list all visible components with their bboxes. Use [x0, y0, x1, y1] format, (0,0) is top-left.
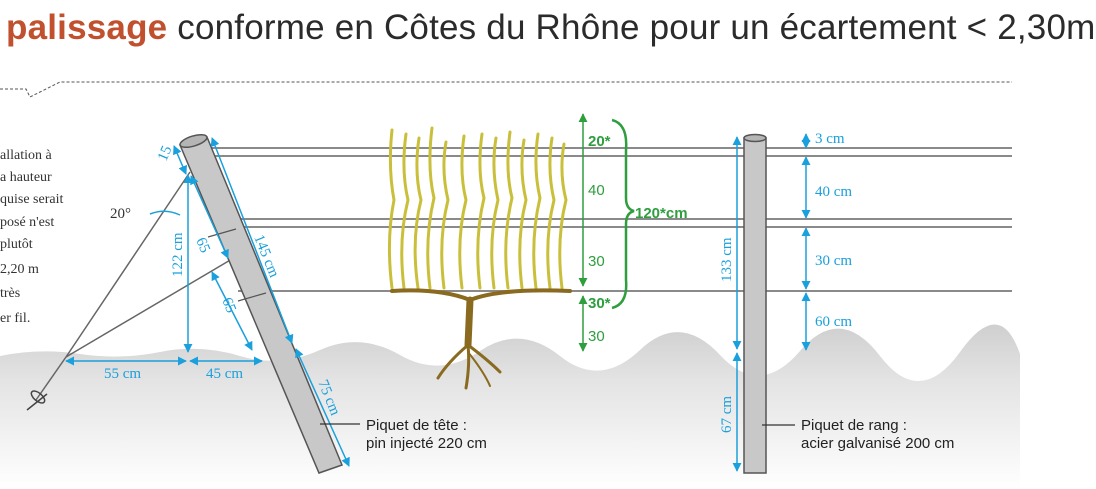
dim-133: 133 cm	[719, 237, 735, 282]
title-rest: conforme en Côtes du Rhône pour un écart…	[167, 8, 1096, 47]
wires	[196, 147, 1012, 292]
line-post-labels: 133 cm 67 cm 3 cm 40 cm 30 cm 60 cm	[719, 131, 852, 433]
dim-45: 45 cm	[206, 366, 243, 382]
trellis-diagram: allation à a hauteur quise serait posé n…	[0, 81, 1020, 489]
note-line: er fil.	[0, 311, 30, 326]
head-post-dimensions	[65, 137, 350, 467]
dim-3cm: 3 cm	[815, 131, 845, 147]
line-post	[743, 133, 767, 474]
page-title: palissage conforme en Côtes du Rhône pou…	[6, 8, 1096, 48]
vine-trunk	[390, 288, 572, 390]
angle-label: 20°	[110, 206, 131, 222]
title-separator	[0, 81, 1012, 98]
head-post-label-2: pin injecté 220 cm	[366, 435, 487, 452]
title-keyword: palissage	[6, 8, 168, 47]
note-line: 2,20 m	[0, 262, 39, 277]
line-post-label-1: Piquet de rang :	[801, 417, 907, 434]
dim-120: 120*cm	[635, 205, 688, 222]
dim-40: 40	[588, 182, 605, 199]
dim-60cm: 60 cm	[815, 314, 852, 330]
dim-30cm: 30 cm	[815, 253, 852, 269]
line-post-label-2: acier galvanisé 200 cm	[801, 435, 954, 452]
dim-65-upper: 65	[192, 235, 213, 255]
dim-55: 55 cm	[104, 366, 141, 382]
installation-note: allation à a hauteur quise serait posé n…	[0, 148, 63, 326]
dim-122: 122 cm	[170, 232, 186, 277]
note-line: très	[0, 286, 20, 301]
dim-20: 20*	[588, 133, 611, 150]
vine-labels: 20* 40 30 30* 30 120*cm	[588, 133, 688, 345]
dim-30-star: 30*	[588, 295, 611, 312]
head-post-callout: Piquet de tête : pin injecté 220 cm	[320, 417, 487, 452]
head-post-label-1: Piquet de tête :	[366, 417, 467, 434]
line-post-dimensions	[732, 133, 811, 472]
ground	[0, 324, 1020, 489]
dim-30-upper: 30	[588, 253, 605, 270]
vine-dimensions	[578, 113, 635, 352]
note-line: posé n'est	[0, 215, 54, 230]
vine-canes	[387, 126, 568, 290]
dim-40cm: 40 cm	[815, 184, 852, 200]
dim-65-lower: 65	[218, 295, 239, 315]
head-post-braces	[35, 171, 233, 401]
anchor-icon	[26, 390, 48, 411]
dim-67: 67 cm	[719, 396, 735, 433]
dim-15: 15	[155, 144, 176, 164]
dim-30-base: 30	[588, 328, 605, 345]
note-line: a hauteur	[0, 170, 52, 185]
note-line: plutôt	[0, 237, 33, 252]
vine	[387, 126, 572, 390]
line-post-callout: Piquet de rang : acier galvanisé 200 cm	[762, 417, 954, 452]
note-line: quise serait	[0, 192, 63, 207]
note-line: allation à	[0, 148, 52, 163]
